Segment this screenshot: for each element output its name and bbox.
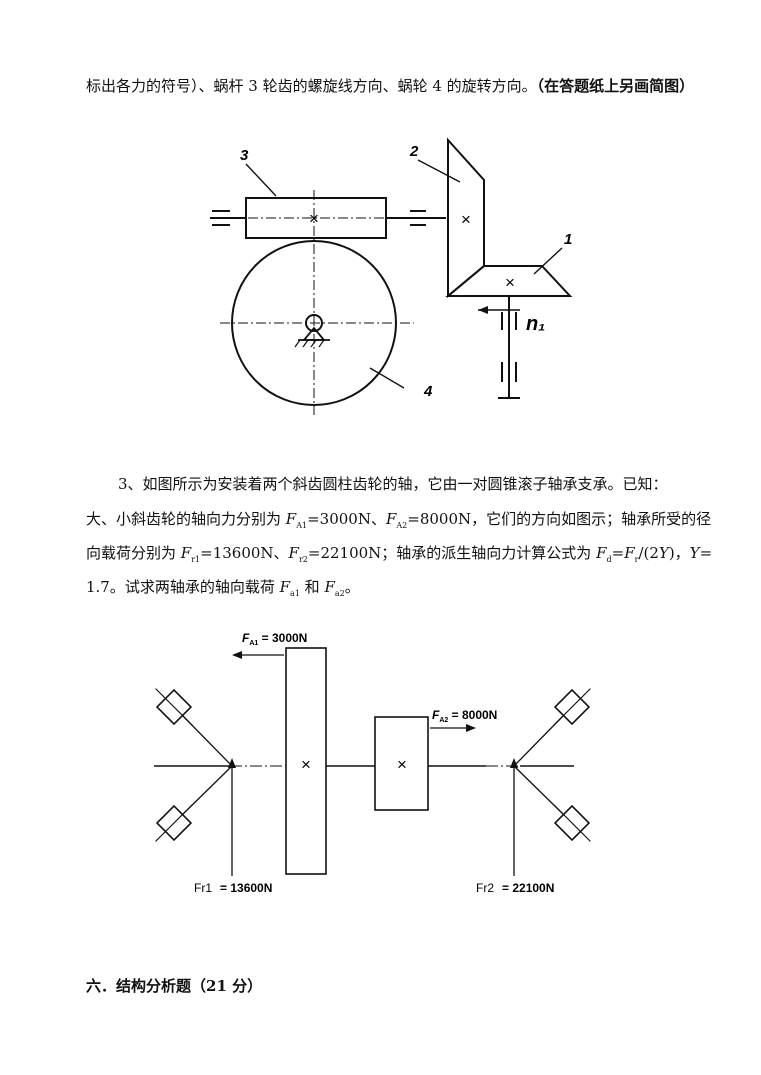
p3-text-g: = [699, 544, 713, 562]
n1-arrow-head [478, 306, 488, 314]
p2-text-b: =3000N、 [307, 510, 386, 528]
p2-text-c: =8000N，它们的方向如图示；轴承所受的径 [407, 510, 712, 528]
fa2-arrow-head [466, 724, 476, 732]
p2-fa1-sub: A1 [296, 521, 308, 530]
p3-text-e: /(2 [638, 544, 659, 562]
worm-gear-figure: × × × 3 2 1 4 n₁ [210, 137, 572, 415]
p3-fr1: F [180, 544, 192, 562]
p3-fr2: F [288, 544, 299, 562]
p2-fa2-sub: A2 [396, 521, 408, 530]
fr2-label: Fr2= 22100N [476, 881, 554, 895]
p3-y2: Y [689, 544, 700, 562]
top-instruction-text: 标出各力的符号）、蜗杆 3 轮齿的螺旋线方向、蜗轮 4 的旋转方向。 [86, 77, 537, 95]
p4-text-b: 和 [299, 578, 325, 596]
p3-fr2-sub: r2 [298, 555, 308, 564]
p3-fr-sub: r [634, 555, 639, 564]
p2-text-a: 大、小斜齿轮的轴向力分别为 [86, 510, 286, 528]
fa1-arrow-head [232, 651, 242, 659]
bevel-large-center-mark: × [461, 210, 471, 229]
p3-fd-sub: d [606, 555, 612, 564]
label-speed-n1: n₁ [526, 313, 545, 335]
p3-text-f: )， [668, 544, 690, 562]
large-gear-center-mark: × [301, 755, 311, 774]
top-instruction-line: 标出各力的符号）、蜗杆 3 轮齿的螺旋线方向、蜗轮 4 的旋转方向。（在答题纸上… [86, 76, 694, 96]
p3-text-c: =22100N；轴承的派生轴向力计算公式为 [307, 544, 597, 562]
top-instruction-bold: （在答题纸上另画简图） [536, 77, 695, 95]
p3-fr: F [624, 544, 635, 562]
label-worm: 3 [240, 147, 249, 164]
problem3-line4: 1.7。试求两轴承的轴向载荷 Fa1 和 Fa2。 [86, 577, 360, 604]
fr1-label: Fr1= 13600N [194, 881, 272, 895]
bevel-small-center-mark: × [505, 273, 515, 292]
p3-y: Y [658, 544, 669, 562]
p4-fa2-sub: a2 [334, 589, 345, 598]
p3-fr1-sub: r1 [191, 555, 201, 564]
problem3-line2: 大、小斜齿轮的轴向力分别为 FA1=3000N、FA2=8000N，它们的方向如… [86, 509, 711, 536]
worm-center-mark: × [309, 209, 319, 228]
p4-text-a: 1.7。试求两轴承的轴向载荷 [86, 578, 280, 596]
p3-text-d: = [611, 544, 625, 562]
section6-heading: 六．结构分析题（21 分） [86, 977, 263, 995]
p2-fa1: F [285, 510, 297, 528]
problem3-line1: 3、如图所示为安装着两个斜齿圆柱齿轮的轴，它由一对圆锥滚子轴承支承。已知： [118, 475, 668, 493]
shaft-bearing-figure: × × FA1 = 3000N FA2 = 8000N Fr1= 13600N … [154, 631, 591, 895]
label-worm-wheel: 4 [423, 383, 433, 400]
p4-text-c: 。 [344, 578, 360, 596]
label-bevel-large: 2 [409, 143, 419, 160]
fr1-arrow-head [228, 758, 236, 768]
fa2-label: FA2 = 8000N [432, 708, 497, 724]
p3-fd: F [596, 544, 607, 562]
label-bevel-small: 1 [564, 231, 572, 248]
fr2-arrow-head [510, 758, 518, 768]
small-gear-center-mark: × [397, 755, 407, 774]
p3-text-a: 向载荷分别为 [86, 544, 181, 562]
p4-fa1-sub: a1 [290, 589, 300, 598]
large-gear [285, 647, 327, 875]
small-gear [374, 716, 429, 811]
p4-fa1: F [279, 578, 291, 596]
fa1-label: FA1 = 3000N [242, 631, 307, 647]
problem3-line3: 向载荷分别为 Fr1=13600N、Fr2=22100N；轴承的派生轴向力计算公… [86, 543, 712, 570]
p2-fa2: F [385, 510, 397, 528]
p4-fa2: F [324, 578, 335, 596]
p3-text-b: =13600N、 [200, 544, 289, 562]
